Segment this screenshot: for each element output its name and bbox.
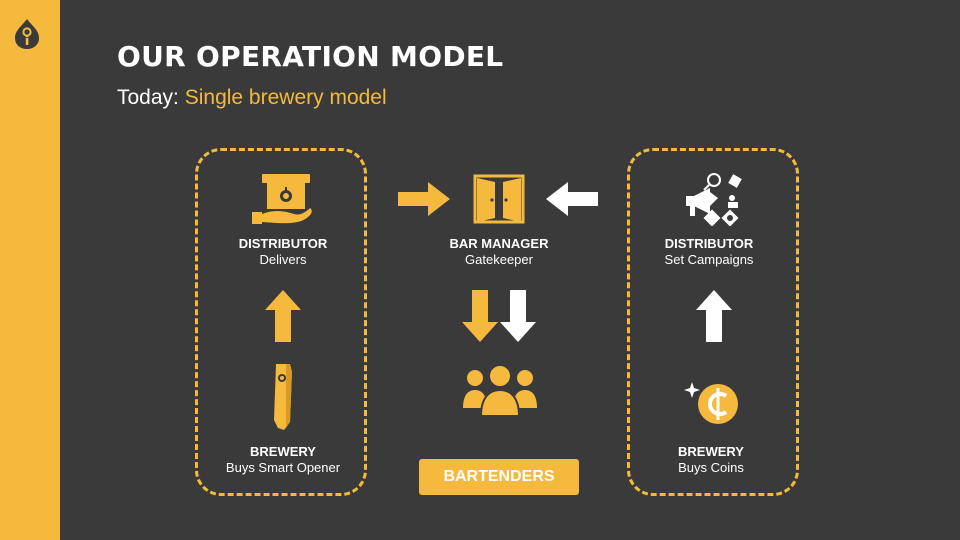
right-top-role: DISTRIBUTOR xyxy=(664,236,754,251)
arrow-left-icon xyxy=(546,182,598,216)
arrows-down-icon xyxy=(462,290,536,342)
campaign-megaphone-icon xyxy=(686,173,742,226)
arrow-up-white-icon xyxy=(696,290,732,342)
page-subtitle: Today: Single brewery model xyxy=(117,86,387,110)
subtitle-prefix: Today: xyxy=(117,86,179,109)
smart-opener-icon xyxy=(274,364,292,430)
left-bottom-role: BREWERY xyxy=(250,444,316,459)
delivery-hand-icon xyxy=(252,174,312,224)
arrow-up-icon xyxy=(265,290,301,342)
left-top-action: Delivers xyxy=(259,252,307,267)
left-bottom-action: Buys Smart Opener xyxy=(225,460,341,475)
right-top-label: DISTRIBUTOR Set Campaigns xyxy=(624,236,794,268)
sidebar xyxy=(0,0,60,540)
arrow-right-icon xyxy=(398,182,450,216)
right-top-action: Set Campaigns xyxy=(664,252,754,267)
oi-logo xyxy=(15,19,39,49)
right-bottom-role: BREWERY xyxy=(678,444,744,459)
left-panel xyxy=(195,148,367,496)
middle-top-role: BAR MANAGER xyxy=(449,236,549,251)
team-icon xyxy=(463,364,537,417)
left-top-label: DISTRIBUTOR Delivers xyxy=(198,236,368,268)
right-panel xyxy=(627,148,799,496)
subtitle-accent: Single brewery model xyxy=(184,86,387,109)
right-bottom-action: Buys Coins xyxy=(678,460,744,475)
bartenders-label: BARTENDERS xyxy=(419,459,579,495)
page-title: OUR OPERATION MODEL xyxy=(117,40,504,73)
right-bottom-label: BREWERY Buys Coins xyxy=(626,444,796,476)
left-top-role: DISTRIBUTOR xyxy=(238,236,328,251)
coin-icon xyxy=(684,382,738,424)
door-icon xyxy=(473,174,525,224)
middle-top-label: BAR MANAGER Gatekeeper xyxy=(414,236,584,268)
left-bottom-label: BREWERY Buys Smart Opener xyxy=(198,444,368,476)
middle-top-action: Gatekeeper xyxy=(465,252,533,267)
